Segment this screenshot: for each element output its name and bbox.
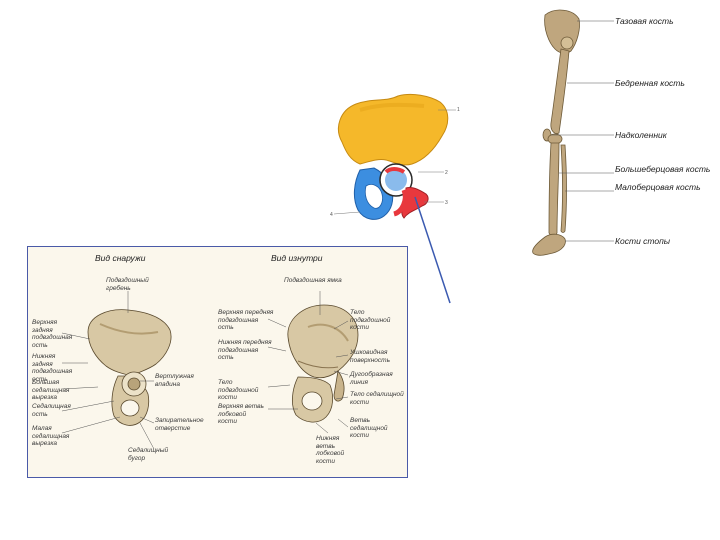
label-ischial-body: Тело седалищной кости — [350, 391, 404, 406]
pelvis-number-1: 1 — [457, 107, 460, 113]
hip-bone-views-panel: Вид снаружи Вид изнутри — [27, 246, 408, 478]
label-posterior-superior-spine: Верхняя задняя подвздошная ость — [32, 319, 74, 349]
leg-label-tibia: Большеберцовая кость — [615, 165, 710, 174]
label-superior-pubic-ramus: Верхняя ветвь лобковой кости — [218, 403, 264, 426]
pelvis-number-4: 4 — [330, 212, 333, 218]
label-obturator-foramen: Запирательное отверстие — [155, 417, 215, 432]
label-iliac-body: Тело подвздошной кости — [218, 379, 264, 402]
label-inferior-pubic-ramus: Нижняя ветвь лобковой кости — [316, 435, 360, 465]
leg-label-fibula: Малоберцовая кость — [615, 183, 701, 192]
label-auricular-surface: Ушковидная поверхность — [350, 349, 404, 364]
pelvis-number-2: 2 — [445, 170, 448, 176]
leg-skeleton-illustration — [525, 5, 615, 260]
leg-label-femur: Бедренная кость — [615, 79, 685, 88]
label-arcuate-line: Дугообразная линия — [350, 371, 404, 386]
label-iliac-fossa: Подвздошная ямка — [284, 277, 344, 285]
label-ischial-ramus: Ветвь седалищной кости — [350, 417, 404, 440]
leg-label-foot-bones: Кости стопы — [615, 237, 670, 246]
label-ischial-spine: Седалищная ость — [32, 403, 74, 418]
label-iliac-crest: Подвздошный гребень — [106, 277, 166, 292]
label-lesser-sciatic-notch: Малая седалищная вырезка — [32, 425, 74, 448]
label-ischial-tuberosity: Седалищный бугор — [128, 447, 184, 462]
label-iliac-body-inner: Тело подвздошной кости — [350, 309, 404, 332]
label-anterior-superior-spine: Верхняя передняя подвздошная ость — [218, 309, 274, 332]
leg-label-patella: Надколенник — [615, 131, 667, 140]
label-acetabulum: Вертлужная впадина — [155, 373, 203, 388]
label-anterior-inferior-spine: Нижняя передняя подвздошная ость — [218, 339, 274, 362]
leg-label-hip-bone: Тазовая кость — [615, 17, 674, 26]
label-greater-sciatic-notch: Большая седалищная вырезка — [32, 379, 74, 402]
